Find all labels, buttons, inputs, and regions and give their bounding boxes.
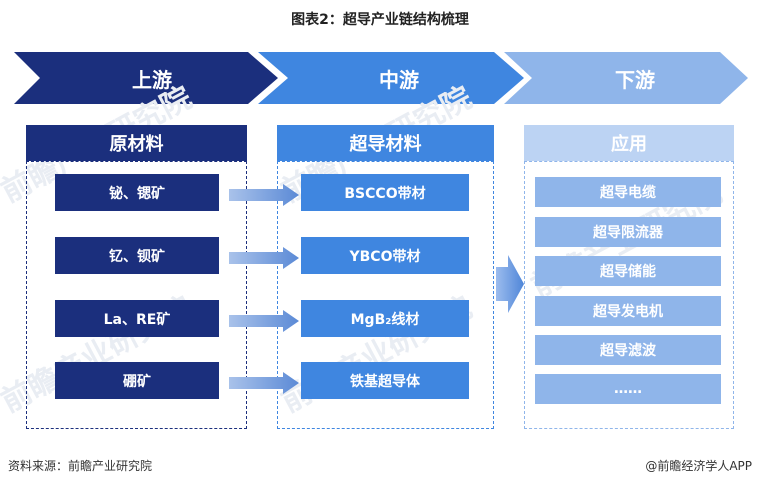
stage-downstream-label: 下游 (532, 52, 722, 104)
superconducting-material-item: BSCCO带材 (301, 174, 469, 211)
raw-material-item: La、RE矿 (55, 300, 219, 337)
flow-arrow-icon (229, 372, 299, 394)
stage-upstream-text: 上游 (132, 67, 172, 92)
superconducting-material-item: MgB₂线材 (301, 300, 469, 337)
raw-material-item: 钇、钡矿 (55, 237, 219, 274)
source-note: 资料来源：前瞻产业研究院 (8, 459, 153, 473)
application-item: 超导储能 (535, 256, 721, 286)
applications-header: 应用 (524, 125, 734, 161)
application-item: …… (535, 374, 721, 404)
stage-chevron-midstream (258, 52, 524, 104)
raw-material-item: 铋、锶矿 (55, 174, 219, 211)
application-item: 超导电缆 (535, 177, 721, 207)
flow-arrow-icon (229, 247, 299, 269)
superconducting-materials-panel (277, 161, 494, 429)
flow-arrow-icon (229, 184, 299, 206)
superconducting-material-item: YBCO带材 (301, 237, 469, 274)
flow-arrow-icon (229, 310, 299, 332)
raw-materials-header: 原材料 (26, 125, 247, 161)
superconducting-material-item: 铁基超导体 (301, 362, 469, 399)
stage-midstream-label: 中游 (288, 52, 494, 104)
brand-credit: @前瞻经济学人APP (645, 459, 752, 473)
figure-title: 图表2：超导产业链结构梳理 (291, 12, 469, 28)
big-flow-arrow-icon (496, 255, 524, 313)
application-item: 超导发电机 (535, 296, 721, 326)
application-item: 超导滤波 (535, 335, 721, 365)
stage-midstream-text: 中游 (379, 67, 419, 92)
stage-upstream-label: 上游 (40, 52, 248, 104)
superconducting-materials-header: 超导材料 (277, 125, 494, 161)
applications-panel (524, 161, 734, 429)
raw-materials-panel (26, 161, 247, 429)
stage-chevron-downstream (504, 52, 748, 104)
stage-chevron-upstream (14, 52, 278, 104)
raw-material-item: 硼矿 (55, 362, 219, 399)
stage-downstream-text: 下游 (615, 67, 655, 92)
application-item: 超导限流器 (535, 217, 721, 247)
